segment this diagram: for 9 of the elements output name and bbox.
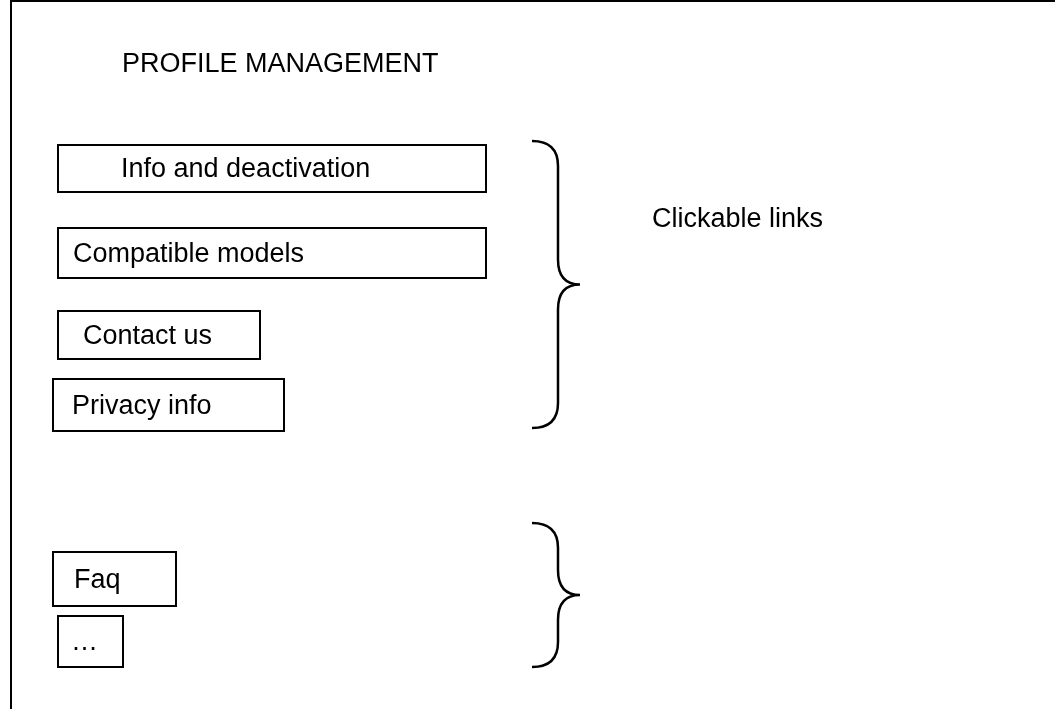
link-box: Faq <box>52 551 177 607</box>
page-frame <box>10 0 1055 709</box>
page-title: PROFILE MANAGEMENT <box>122 48 439 79</box>
link-box: Compatible models <box>57 227 487 279</box>
link-box: Contact us <box>57 310 261 360</box>
link-box: Privacy info <box>52 378 285 432</box>
link-box: Info and deactivation <box>57 144 487 193</box>
link-box: … <box>57 615 124 668</box>
annotation-text: Clickable links <box>652 203 824 234</box>
